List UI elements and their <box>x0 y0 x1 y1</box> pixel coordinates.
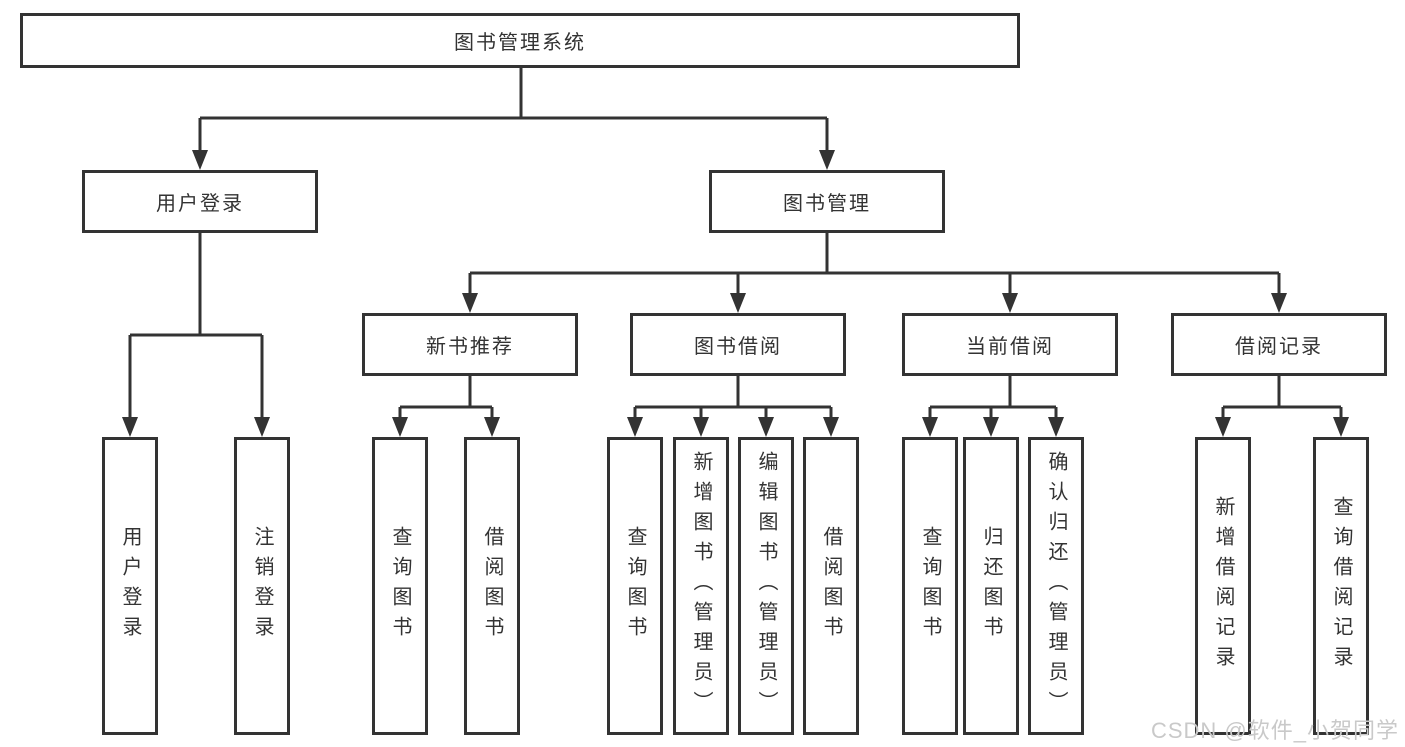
node-book-management-label: 图书管理 <box>783 193 871 215</box>
node-book-borrowing-label: 图书借阅 <box>694 336 782 358</box>
leaf-logout: 注销登录 <box>234 437 290 735</box>
leaf-edit-book-admin-label: 编辑图书（管理员） <box>755 451 777 721</box>
leaf-query-books-recommend: 查询图书 <box>372 437 428 735</box>
leaf-query-books-current: 查询图书 <box>902 437 958 735</box>
leaf-add-book-admin: 新增图书（管理员） <box>673 437 729 735</box>
node-new-book-recommend: 新书推荐 <box>362 313 578 376</box>
node-borrowing-records: 借阅记录 <box>1171 313 1387 376</box>
node-borrowing-records-label: 借阅记录 <box>1235 336 1323 358</box>
leaf-query-books-current-label: 查询图书 <box>919 526 941 646</box>
leaf-borrow-books-recommend: 借阅图书 <box>464 437 520 735</box>
leaf-edit-book-admin: 编辑图书（管理员） <box>738 437 794 735</box>
leaf-return-books-label: 归还图书 <box>980 526 1002 646</box>
leaf-borrow-books-recommend-label: 借阅图书 <box>481 526 503 646</box>
node-new-book-recommend-label: 新书推荐 <box>426 336 514 358</box>
leaf-query-borrow-record: 查询借阅记录 <box>1313 437 1369 735</box>
node-user-login: 用户登录 <box>82 170 318 233</box>
node-current-borrowing: 当前借阅 <box>902 313 1118 376</box>
leaf-add-borrow-record-label: 新增借阅记录 <box>1212 496 1234 676</box>
leaf-borrow-books: 借阅图书 <box>803 437 859 735</box>
leaf-query-books-borrow: 查询图书 <box>607 437 663 735</box>
leaf-add-book-admin-label: 新增图书（管理员） <box>690 451 712 721</box>
leaf-return-books: 归还图书 <box>963 437 1019 735</box>
leaf-user-login-label: 用户登录 <box>119 526 141 646</box>
leaf-query-books-recommend-label: 查询图书 <box>389 526 411 646</box>
leaf-confirm-return-admin-label: 确认归还（管理员） <box>1045 451 1067 721</box>
leaf-add-borrow-record: 新增借阅记录 <box>1195 437 1251 735</box>
node-book-management: 图书管理 <box>709 170 945 233</box>
leaf-query-books-borrow-label: 查询图书 <box>624 526 646 646</box>
leaf-query-borrow-record-label: 查询借阅记录 <box>1330 496 1352 676</box>
leaf-user-login: 用户登录 <box>102 437 158 735</box>
leaf-borrow-books-label: 借阅图书 <box>820 526 842 646</box>
leaf-confirm-return-admin: 确认归还（管理员） <box>1028 437 1084 735</box>
node-book-borrowing: 图书借阅 <box>630 313 846 376</box>
node-root-label: 图书管理系统 <box>454 32 586 54</box>
leaf-logout-label: 注销登录 <box>251 526 273 646</box>
node-user-login-label: 用户登录 <box>156 193 244 215</box>
node-current-borrowing-label: 当前借阅 <box>966 336 1054 358</box>
node-root: 图书管理系统 <box>20 13 1020 68</box>
watermark-text: CSDN @软件_小贺同学 <box>1150 718 1399 743</box>
